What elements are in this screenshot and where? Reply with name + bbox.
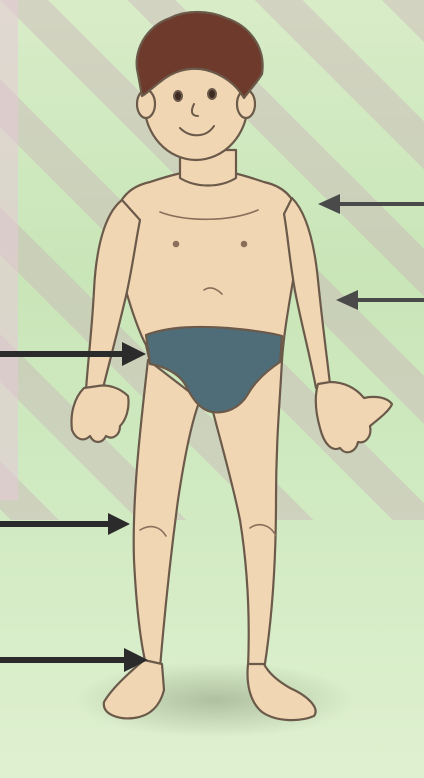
right-nipple bbox=[242, 242, 247, 247]
right-eye bbox=[208, 89, 216, 99]
left-edge-band bbox=[0, 0, 18, 500]
left-eye bbox=[174, 91, 182, 101]
arrow-ankle bbox=[0, 648, 148, 672]
left-nipple bbox=[174, 242, 179, 247]
